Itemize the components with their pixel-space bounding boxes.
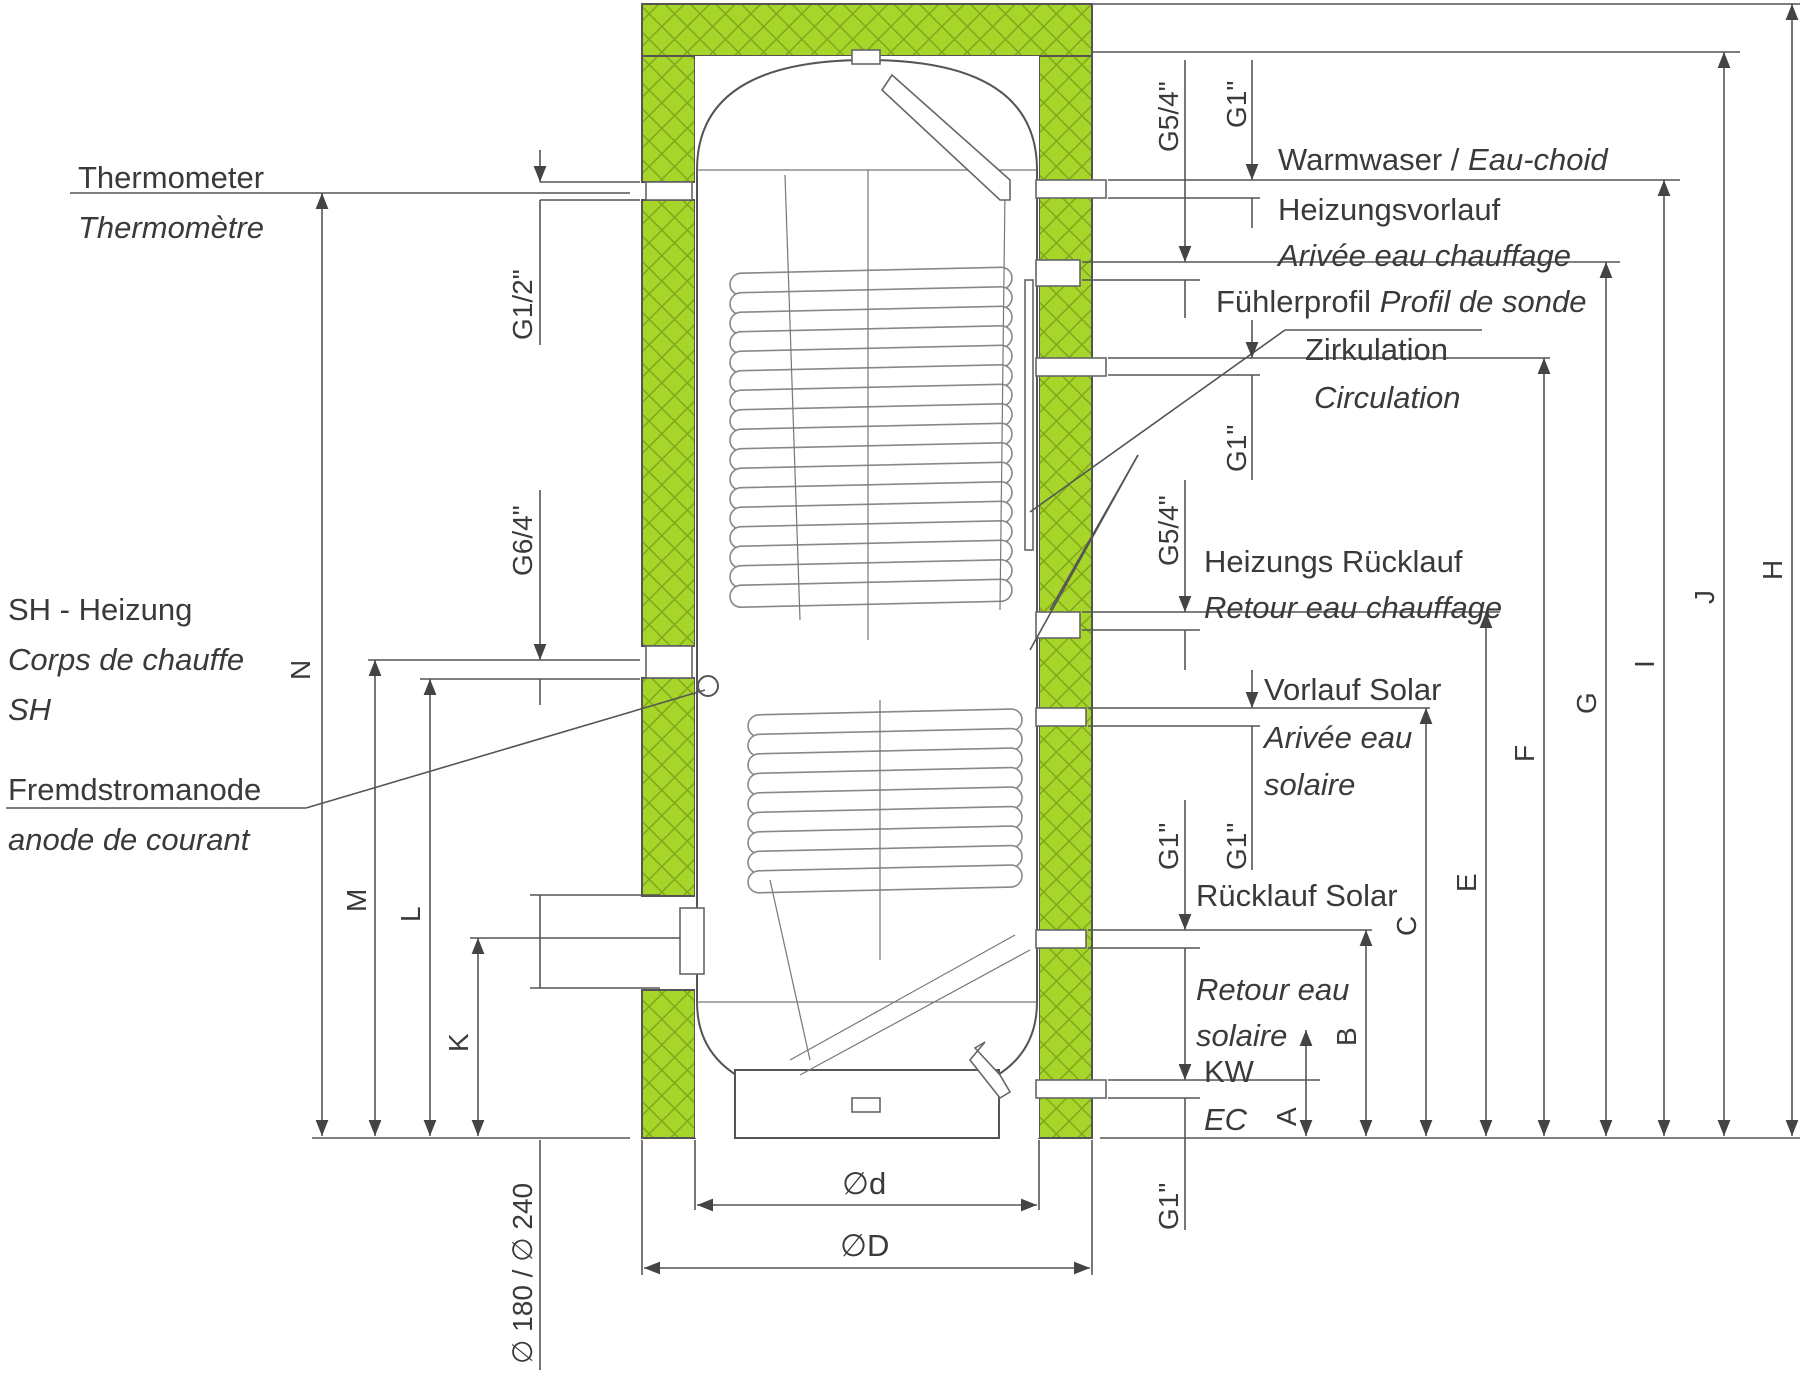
label-thermometre: Thermomètre: [78, 210, 264, 245]
label-anode-de-courant: anode de courant: [8, 822, 251, 857]
thread-g54-mid: G5/4": [1153, 495, 1184, 566]
insulation-left-upper: [641, 55, 696, 183]
label-heizungs-rucklauf: Heizungs Rücklauf: [1204, 544, 1463, 579]
thread-labels: G1" G5/4" G1/2" G1" G5/4" G6/4" G1" G1" …: [507, 81, 1252, 1364]
dimension-letters: N M L K A B C E F G I J H ∅d ∅D: [285, 560, 1788, 1263]
thread-g1-top: G1": [1221, 81, 1252, 128]
dim-b: B: [1331, 1027, 1362, 1046]
port-sh: [645, 645, 693, 679]
insulation-left-middle: [641, 199, 696, 647]
leader-lines: [6, 3, 1800, 1275]
dim-k: K: [443, 1033, 474, 1052]
label-kw: KW: [1204, 1054, 1255, 1089]
label-sh-heizung: SH - Heizung: [8, 592, 192, 627]
label-fuhlerprofil: Fühlerprofil Profil de sonde: [1216, 284, 1587, 319]
anode-fitting: [697, 675, 719, 697]
coil-turn: [747, 864, 1023, 894]
labels: Thermometer Thermomètre SH - Heizung Cor…: [8, 142, 1609, 1137]
label-rucklauf-solar: Rücklauf Solar: [1196, 878, 1398, 913]
label-vorlauf-solar: Vorlauf Solar: [1264, 672, 1442, 707]
dim-g: G: [1571, 692, 1602, 714]
label-solaire-2: solaire: [1196, 1018, 1287, 1053]
dim-small-d: ∅d: [842, 1166, 886, 1201]
port-heating-return: [1035, 611, 1081, 639]
label-retour-eau-chauffage: Retour eau chauffage: [1204, 590, 1502, 625]
port-cold-water: [1035, 1079, 1107, 1099]
label-solaire-1: solaire: [1264, 767, 1355, 802]
dim-a: A: [1271, 1107, 1302, 1126]
label-warm-water: Warmwaser / Eau-choid: [1278, 142, 1609, 177]
sensor-profile: [1024, 279, 1034, 551]
label-arivee-eau-chauffage: Arivée eau chauffage: [1276, 238, 1571, 273]
sh-flange: [679, 907, 705, 975]
dim-j: J: [1689, 590, 1720, 604]
dim-h: H: [1757, 560, 1788, 580]
coil-turn: [729, 578, 1013, 608]
thread-g64: G6/4": [507, 505, 538, 576]
port-solar-return: [1035, 929, 1087, 949]
dim-c: C: [1391, 916, 1422, 936]
thread-g1-solar-b: G1": [1221, 823, 1252, 870]
thread-g54-top: G5/4": [1153, 81, 1184, 152]
label-retour-eau: Retour eau: [1196, 972, 1349, 1007]
label-fremdstromanode: Fremdstromanode: [8, 772, 261, 807]
insulation-right: [1038, 55, 1093, 1139]
thread-g1-circulation: G1": [1221, 425, 1252, 472]
dim-m: M: [341, 889, 372, 912]
dim-i: I: [1629, 660, 1660, 668]
dim-f: F: [1509, 745, 1540, 762]
bottom-socket: [851, 1097, 881, 1113]
cold-water-pipe: [968, 1041, 1012, 1100]
label-zirkulation: Zirkulation: [1305, 332, 1448, 367]
label-corps-de-chauffe: Corps de chauffe: [8, 642, 244, 677]
thread-g1-bottom: G1": [1153, 1183, 1184, 1230]
flange-diameter-label: ∅ 180 / ∅ 240: [507, 1183, 538, 1364]
thread-g1-solar-a: G1": [1153, 823, 1184, 870]
insulation-top: [641, 3, 1093, 57]
port-warm-water: [1035, 179, 1107, 199]
port-circulation: [1035, 357, 1107, 377]
port-solar-flow: [1035, 707, 1087, 727]
label-arivee-eau: Arivée eau: [1262, 720, 1412, 755]
label-thermometer: Thermometer: [78, 160, 264, 195]
port-connections: [645, 179, 1107, 1099]
upper-heat-exchanger-coil: [729, 266, 1013, 608]
insulation-left-lower: [641, 677, 696, 897]
hot-water-pipe: [880, 73, 1011, 201]
port-heating-flow: [1035, 259, 1081, 287]
thread-g12: G1/2": [507, 269, 538, 340]
label-ec: EC: [1204, 1102, 1248, 1137]
tank-internals: [679, 73, 1034, 1100]
insulation-left-bottom: [641, 989, 696, 1139]
lower-solar-coil: [747, 708, 1023, 894]
dim-e: E: [1451, 873, 1482, 892]
label-heizungsvorlauf: Heizungsvorlauf: [1278, 192, 1501, 227]
dim-l: L: [395, 906, 426, 922]
top-socket: [851, 49, 881, 65]
dim-big-d: ∅D: [840, 1228, 889, 1263]
port-thermometer: [645, 181, 693, 201]
dimension-arrows: [315, 4, 1799, 1370]
dim-n: N: [285, 660, 316, 680]
label-circulation: Circulation: [1314, 380, 1460, 415]
label-sh: SH: [8, 692, 52, 727]
